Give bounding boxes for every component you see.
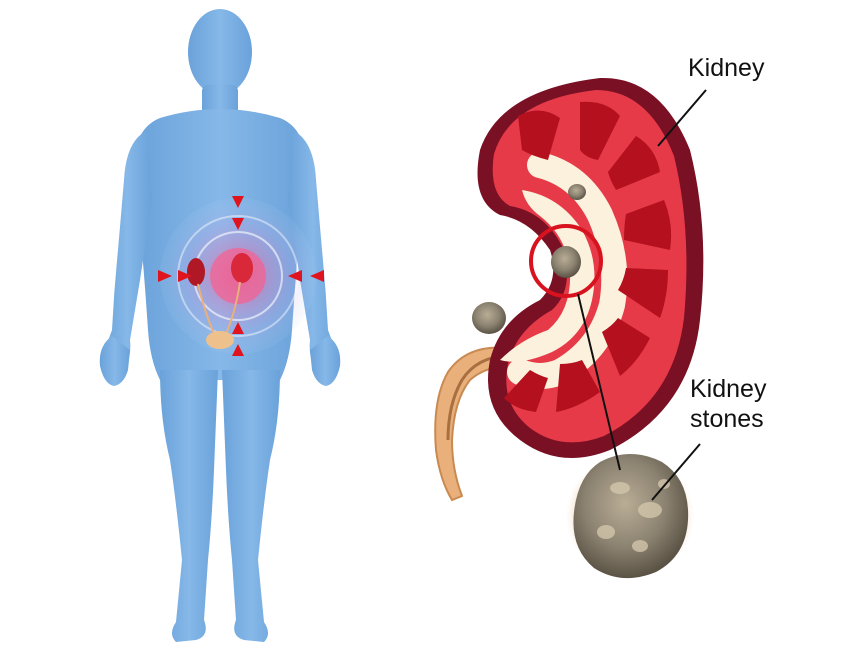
small-stone-highlighted bbox=[551, 246, 581, 278]
arrow-right-1 bbox=[310, 270, 324, 282]
body-kidney-left bbox=[187, 258, 205, 286]
body-hand-left bbox=[99, 336, 130, 386]
arrow-left-1 bbox=[158, 270, 172, 282]
arrow-top-2 bbox=[232, 218, 244, 230]
pain-arrows bbox=[158, 196, 324, 356]
body-kidney-right bbox=[231, 253, 253, 283]
label-kidney-stones: Kidney stones bbox=[690, 374, 766, 434]
label-kidney-stones-line2: stones bbox=[690, 405, 764, 433]
stone-highlight-circle bbox=[529, 224, 603, 298]
body-leg-left bbox=[160, 370, 218, 642]
pyramid bbox=[504, 370, 548, 412]
pyramid bbox=[518, 110, 560, 160]
pyramid bbox=[556, 360, 600, 412]
body-arm-left bbox=[101, 130, 152, 372]
enlarged-kidney-stone bbox=[566, 454, 694, 579]
pyramid bbox=[602, 318, 650, 376]
body-leg-right bbox=[222, 370, 280, 642]
label-kidney: Kidney bbox=[688, 54, 765, 82]
arrow-left-2 bbox=[178, 270, 192, 282]
arrow-right-2 bbox=[288, 270, 302, 282]
arrow-top-1 bbox=[232, 196, 244, 208]
arrow-bottom-2 bbox=[232, 322, 244, 334]
small-stone-pelvis bbox=[472, 302, 506, 334]
leader-line-stones bbox=[651, 443, 701, 501]
pyramid bbox=[624, 200, 672, 250]
body-arm-right bbox=[288, 130, 339, 372]
kidney-cross-section bbox=[434, 77, 704, 502]
body-hand-right bbox=[310, 336, 341, 386]
small-stone-upper bbox=[568, 184, 586, 200]
pyramid bbox=[580, 101, 620, 160]
body-urinary-tract bbox=[187, 253, 253, 349]
arrow-bottom-1 bbox=[232, 344, 244, 356]
body-head bbox=[188, 9, 252, 95]
renal-pelvis bbox=[500, 190, 595, 362]
pyramid bbox=[618, 268, 668, 318]
label-kidney-stones-line1: Kidney bbox=[690, 375, 767, 403]
big-stone-body bbox=[573, 454, 689, 579]
connector-line-zoom bbox=[577, 293, 621, 471]
leader-line-kidney bbox=[657, 89, 707, 147]
pyramid bbox=[608, 136, 660, 190]
body-bladder bbox=[206, 331, 234, 349]
body-neck bbox=[202, 85, 238, 115]
medullary-pyramids bbox=[504, 101, 672, 412]
